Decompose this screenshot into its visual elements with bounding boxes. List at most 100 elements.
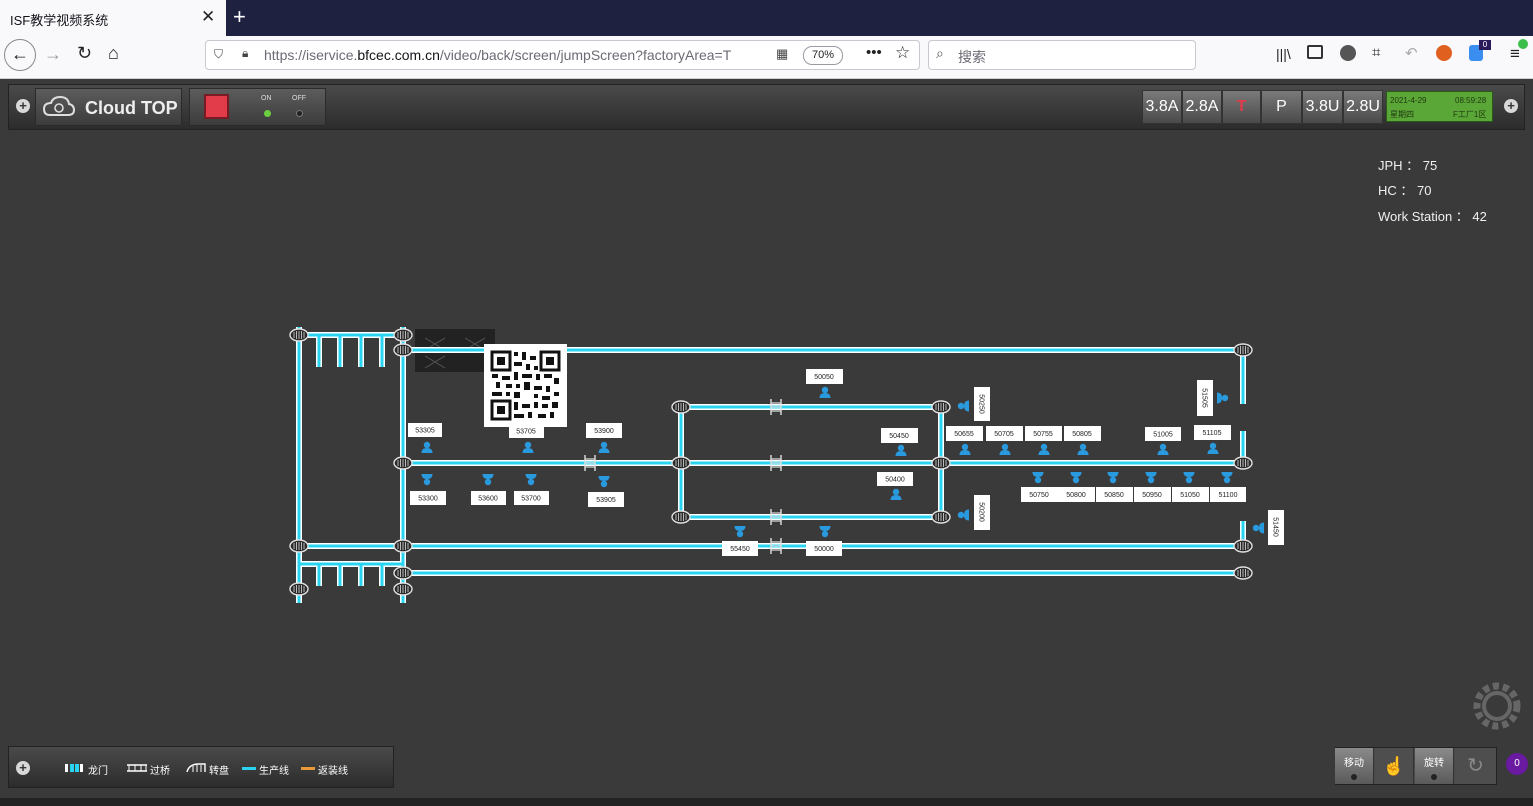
url-bar[interactable] <box>205 40 920 70</box>
station-51050: 51050 <box>1180 492 1200 499</box>
station-51005: 51005 <box>1153 432 1173 439</box>
station-53600: 53600 <box>478 496 498 503</box>
station-51100: 51100 <box>1219 492 1238 499</box>
shield-icon[interactable]: ⛉ <box>214 47 224 61</box>
station-53305: 53305 <box>415 428 435 435</box>
update-icon <box>1518 39 1528 49</box>
menu-icon[interactable]: ≡ <box>1510 44 1520 63</box>
blocker-icon[interactable] <box>1436 45 1452 61</box>
search-icon: ⌕ <box>936 45 944 61</box>
mode-2-8u-button[interactable]: 2.8U <box>1343 90 1383 124</box>
back-arrow-icon: ← <box>11 44 29 64</box>
production-legend-swatch <box>242 767 256 770</box>
home-icon[interactable]: ⌂ <box>108 43 119 63</box>
station-50250: 50250 <box>978 394 985 414</box>
hc-stat: HC ： 70 <box>1378 183 1432 198</box>
legend-bridge: 过桥 <box>150 766 170 777</box>
rotate-indicator <box>1431 774 1437 780</box>
date-display <box>1386 91 1493 122</box>
hand-icon[interactable]: ☝ <box>1375 748 1414 784</box>
station-50750: 50750 <box>1029 492 1049 499</box>
lock-icon[interactable]: 🔒︎ <box>242 46 249 60</box>
extension-badge: 0 <box>1479 40 1491 50</box>
mode-3-8a-button[interactable]: 3.8A <box>1142 90 1182 124</box>
jph-stat: JPH ： 75 <box>1378 158 1438 173</box>
status-bar <box>0 798 1533 806</box>
move-label: 移动 <box>1344 758 1364 769</box>
legend-turntable: 转盘 <box>209 766 229 777</box>
expand-legend-icon[interactable]: + <box>16 761 30 775</box>
search-field[interactable] <box>928 40 1196 70</box>
new-tab-icon[interactable]: + <box>233 4 246 29</box>
expand-left-icon[interactable]: + <box>16 99 30 113</box>
station-51505: 51505 <box>1201 388 1208 408</box>
forward-arrow-icon[interactable]: → <box>44 44 62 64</box>
library-icon[interactable]: |||\ <box>1276 46 1291 62</box>
station-labels: 53305 53300 53600 53705 53700 53900 5390… <box>408 369 1284 556</box>
station-51105: 51105 <box>1203 430 1222 437</box>
date-text: 2021-4-29 <box>1390 96 1427 105</box>
close-tab-icon[interactable]: ✕ <box>201 7 216 26</box>
station-50805: 50805 <box>1072 431 1092 438</box>
station-50450: 50450 <box>889 433 909 440</box>
bookmark-star-icon[interactable]: ☆ <box>895 43 911 62</box>
power-button[interactable] <box>204 94 229 119</box>
station-50655: 50655 <box>954 431 974 438</box>
rework-legend-swatch <box>301 767 315 770</box>
station-51450: 51450 <box>1272 517 1279 537</box>
expand-right-icon[interactable]: + <box>1504 99 1518 113</box>
refresh-icon[interactable]: ↻ <box>1455 748 1496 784</box>
more-actions-icon[interactable]: ••• <box>866 44 882 61</box>
legend-production: 生产线 <box>259 766 289 777</box>
factory-text: F工厂1区 <box>1453 110 1487 119</box>
bridge-legend-icon <box>127 764 147 772</box>
back-button[interactable] <box>4 39 36 71</box>
station-53700: 53700 <box>521 496 541 503</box>
undo-icon[interactable]: ↶ <box>1405 45 1418 62</box>
station-53905: 53905 <box>596 497 616 504</box>
mode-2-8a-button[interactable]: 2.8A <box>1182 90 1222 124</box>
mode-p-button[interactable]: P <box>1261 90 1302 124</box>
mode-t-button[interactable]: T <box>1222 90 1261 124</box>
reload-icon[interactable]: ↻ <box>77 43 93 63</box>
station-50800: 50800 <box>1066 492 1086 499</box>
off-indicator[interactable] <box>296 110 303 117</box>
rotate-label: 旋转 <box>1424 758 1444 769</box>
mode-3-8u-button[interactable]: 3.8U <box>1302 90 1343 124</box>
qr-code-icon[interactable]: ▦ <box>776 46 789 61</box>
move-button[interactable]: 移动 <box>1335 748 1374 784</box>
tab-title: ISF教学视频系统 <box>10 13 109 28</box>
station-50950: 50950 <box>1142 492 1162 499</box>
browser-tab[interactable] <box>0 0 226 36</box>
legend-gantry: 龙门 <box>88 766 108 777</box>
zoom-level[interactable]: 70% <box>803 46 843 65</box>
off-label: OFF <box>292 95 306 102</box>
weekday-text: 星期四 <box>1390 110 1414 119</box>
station-53900: 53900 <box>594 428 614 435</box>
settings-gear-icon[interactable] <box>1473 682 1521 730</box>
qr-code[interactable] <box>484 344 567 427</box>
station-50850: 50850 <box>1104 492 1124 499</box>
on-indicator[interactable] <box>264 110 271 117</box>
on-label: ON <box>261 95 272 102</box>
screenshot-icon[interactable]: ⌗ <box>1372 44 1381 61</box>
move-indicator <box>1351 774 1357 780</box>
cloud-logo-icon <box>42 95 76 116</box>
logo-box <box>35 88 182 126</box>
station-50200: 50200 <box>978 502 985 522</box>
account-icon[interactable] <box>1340 45 1356 61</box>
station-53300: 53300 <box>418 496 438 503</box>
station-53705: 53705 <box>516 429 536 436</box>
gantry-legend-icon <box>65 764 83 772</box>
sidebar-icon[interactable] <box>1307 45 1323 59</box>
legend-rework: 返装线 <box>318 766 348 777</box>
notification-badge[interactable]: 0 <box>1506 753 1528 775</box>
app-logo: Cloud TOP <box>85 98 178 118</box>
url-text: https://iservice.bfcec.com.cn/video/back… <box>264 47 732 63</box>
station-55450: 55450 <box>730 546 750 553</box>
rotate-button[interactable]: 旋转 <box>1415 748 1454 784</box>
browser-tab-bar <box>0 0 1533 36</box>
station-50755: 50755 <box>1033 431 1053 438</box>
station-50000: 50000 <box>814 546 834 553</box>
